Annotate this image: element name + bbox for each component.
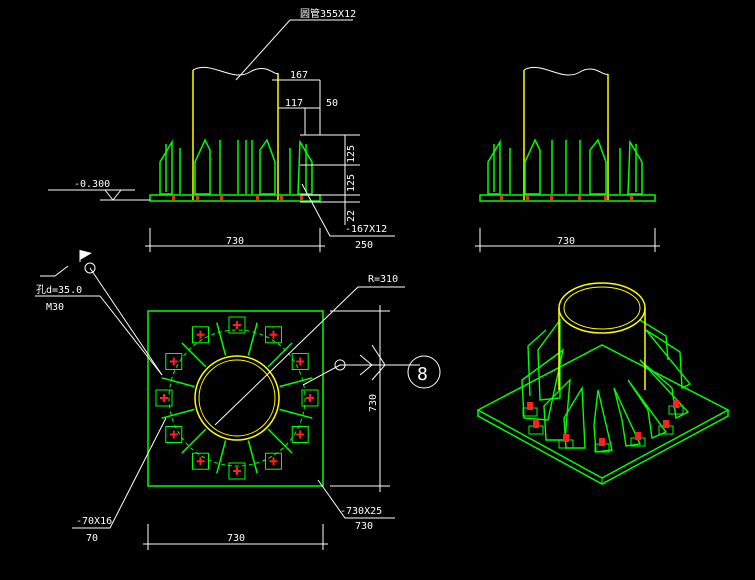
washer-plate [165,426,183,443]
anchor-bolt [196,330,205,339]
anchor-bolt [196,457,205,466]
anchor-bolt [233,321,241,329]
washer-plate [291,426,309,443]
plan-rib [216,322,227,356]
anchor-bolt [160,394,168,402]
isometric-view [476,282,730,485]
dim-117: 117 [285,98,303,109]
washer-plate [192,452,209,470]
washer-label-top: -70X16 [76,516,112,527]
iso-anchor-bolt [563,434,569,442]
weld-callout [407,355,441,389]
rib-label-top: -167X12 [345,224,387,235]
dim-50: 50 [326,98,338,109]
washer-plate [192,326,209,344]
iso-anchor-bolt [673,400,679,408]
anchor-bolt [169,357,178,366]
washer-plate [265,326,282,344]
dim-167-top: 167 [290,70,308,81]
washer-plate [301,389,319,407]
anchor-bolt [306,394,314,402]
iso-anchor-bolt [635,432,641,440]
plan-view: 孔d=35.0 M30 R=310 8 730 -730X25 730 -70X… [35,250,441,550]
anchor-bolt [296,430,305,439]
plan-rib [279,377,313,388]
dim-125-a: 125 [346,145,357,163]
iso-anchor-bolt [527,402,533,410]
anchor-bolt [269,457,278,466]
anchor-bolt [233,467,241,475]
rib-label-bottom: 250 [355,240,373,251]
plan-rib [267,428,293,454]
iso-anchor-bolt [599,438,605,446]
iso-anchor-bolt [533,420,539,428]
pipe-label: 圆管355X12 [300,7,356,20]
plan-rib [161,377,195,388]
radius-label: R=310 [368,274,398,285]
washer-plate [291,353,309,370]
plan-rib [247,440,258,474]
base-plate [147,310,324,487]
anchor-bolt [169,430,178,439]
elev-width-left: 730 [226,236,244,247]
plate-label-top: -730X25 [340,506,382,517]
iso-anchor-bolt [663,420,669,428]
plan-rib [279,408,313,419]
washer-plate [228,462,246,480]
washer-plate [165,353,183,370]
washer-label-bottom: 70 [86,533,98,544]
plan-rib [267,342,293,368]
bolt-hole-label: 孔d=35.0 [36,284,82,296]
plan-height: 730 [368,394,379,412]
bolt-size-label: M30 [46,302,64,313]
washer-plate [228,316,246,334]
elevation-label: -0.300 [74,179,110,190]
elev-width-right: 730 [557,236,575,247]
right-elevation: 730 [475,66,660,252]
weld-symbol: 8 [417,364,428,385]
plan-rib [181,342,207,368]
plan-rib [161,408,195,419]
washer-plate [155,389,173,407]
plan-rib [247,322,258,356]
plan-rib [181,428,207,454]
dim-125-b: 125 [346,174,357,192]
washer-plate [265,452,282,470]
plan-rib [216,440,227,474]
anchor-bolt [269,330,278,339]
dim-22: 22 [346,210,357,222]
left-elevation: -0.300 圆管355X12 167 117 50 125 125 22 -1… [48,7,395,252]
pipe-section [194,355,280,441]
anchor-bolt [296,357,305,366]
plan-width: 730 [227,533,245,544]
plate-label-bottom: 730 [355,521,373,532]
